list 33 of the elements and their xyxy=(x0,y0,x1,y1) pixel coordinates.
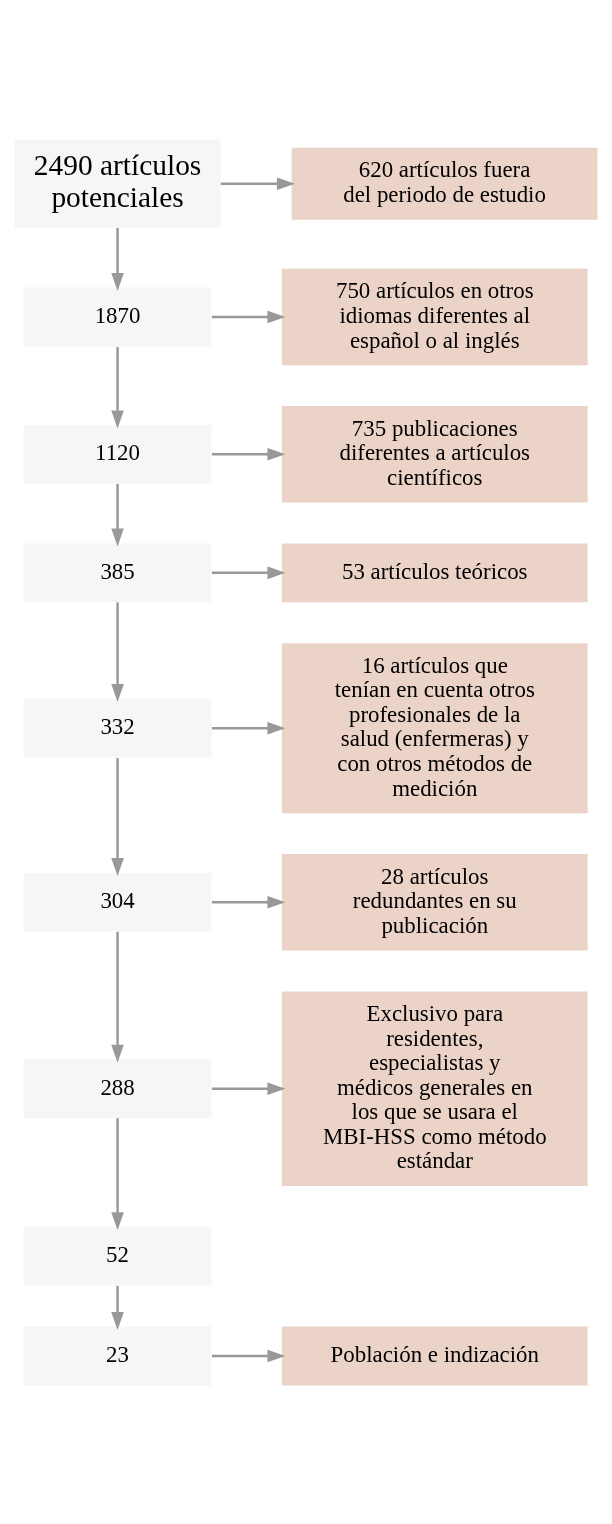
arrow xyxy=(212,1081,286,1095)
node-box: 28 artículos redundantes en su publicación xyxy=(281,853,588,951)
node-box: 1870 xyxy=(23,287,212,346)
arrow xyxy=(212,447,286,461)
node-box: 750 artículos en otros idiomas diferentes al español o al inglés xyxy=(281,268,588,365)
arrow xyxy=(111,227,124,291)
arrow xyxy=(212,310,286,323)
arrow xyxy=(111,757,124,876)
arrow xyxy=(111,1117,124,1230)
node-box: 52 xyxy=(23,1226,212,1286)
node-box: Población e indización xyxy=(281,1326,588,1385)
node-box: 23 xyxy=(23,1326,212,1385)
arrow xyxy=(111,601,124,702)
arrow xyxy=(212,721,286,734)
node-box: 16 artículos que tenían en cuenta otros profesionales de la salud (enfermeras) y con otros métodos de medición xyxy=(281,642,588,813)
node-box: 735 publicaciones diferentes a artículos científicos xyxy=(281,405,588,502)
arrow xyxy=(212,566,286,579)
node-box: 288 xyxy=(23,1058,212,1118)
node-box: 304 xyxy=(23,872,212,932)
arrow xyxy=(212,1349,286,1362)
arrow xyxy=(111,1285,124,1330)
arrow xyxy=(220,176,295,190)
arrow xyxy=(111,346,124,428)
node-box: Exclusivo para residentes, especialistas y médicos generales en los que se usara el MBI-HSS como método estándar xyxy=(281,990,588,1186)
node-box: 53 artículos teóricos xyxy=(281,542,588,602)
arrow xyxy=(212,895,286,909)
arrow xyxy=(111,483,124,546)
node-box: 1120 xyxy=(23,424,212,484)
node-box: 385 xyxy=(23,542,212,602)
node-box: 2490 artículos potenciales xyxy=(14,139,221,228)
node-box: 620 artículos fuera del periodo de estudio xyxy=(291,147,598,220)
node-box: 332 xyxy=(23,698,212,758)
arrow xyxy=(111,931,124,1063)
